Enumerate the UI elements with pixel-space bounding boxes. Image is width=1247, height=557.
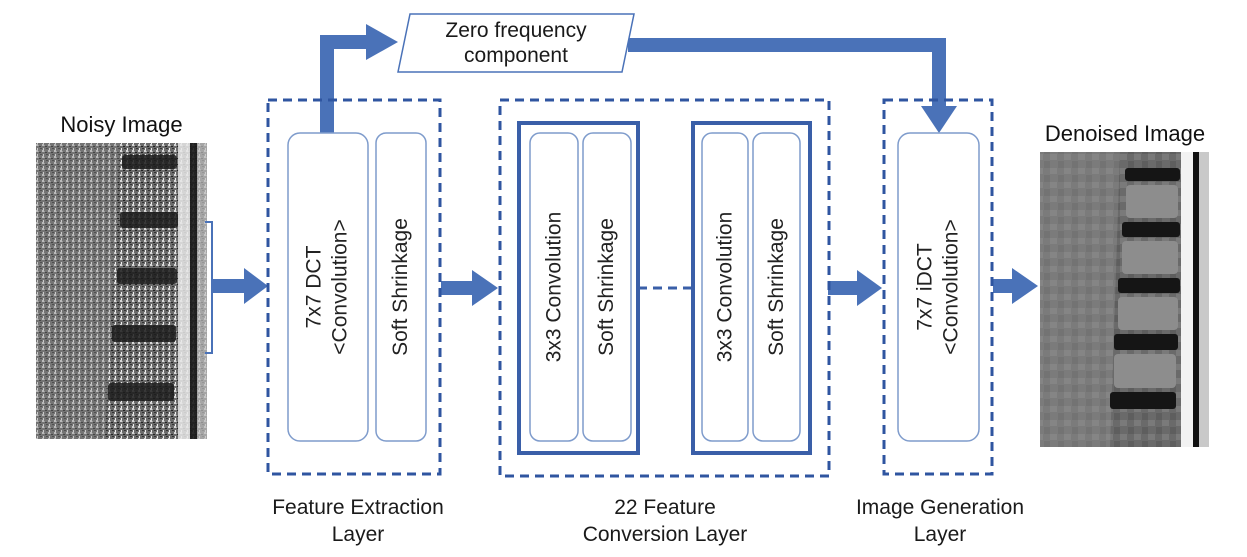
- zero-frequency-line2: component: [464, 44, 568, 67]
- idct-convolution-label: 7x7 iDCT <Convolution>: [898, 133, 979, 441]
- image-generation-caption-line1: Image Generation: [855, 496, 1025, 519]
- arrow-generation-to-output: [993, 268, 1038, 304]
- dct-line2: <Convolution>: [329, 219, 352, 355]
- zero-frequency-box: [397, 13, 635, 73]
- soft-shrinkage-box-1: [375, 132, 427, 442]
- arrow-zero-frequency-to-generation: [628, 38, 957, 133]
- conv3x3-label-1: 3x3 Convolution: [530, 133, 578, 441]
- soft-shrinkage-label-3: Soft Shrinkage: [753, 133, 800, 441]
- conv3x3-label-2: 3x3 Convolution: [702, 133, 748, 441]
- conv3x3-box-1: [529, 132, 579, 442]
- noisy-image-title: Noisy Image: [60, 112, 183, 137]
- feature-conversion-layer-box: [498, 98, 831, 478]
- soft-shrinkage-text-3: Soft Shrinkage: [764, 218, 788, 356]
- feature-extraction-caption-line2: Layer: [331, 523, 385, 546]
- feature-extraction-layer-box: [266, 98, 442, 476]
- soft-shrinkage-label-2: Soft Shrinkage: [583, 133, 631, 441]
- conv3x3-text-2: 3x3 Convolution: [713, 211, 737, 363]
- arrow-conversion-to-generation: [828, 270, 882, 306]
- soft-shrinkage-label-1: Soft Shrinkage: [376, 133, 426, 441]
- image-generation-caption-line2: Layer: [913, 523, 967, 546]
- noisy-image: [36, 143, 207, 439]
- idct-convolution-box: [897, 132, 980, 442]
- zero-frequency-line1: Zero frequency: [445, 19, 587, 42]
- denoised-image: [1040, 152, 1209, 447]
- denoised-image-title: Denoised Image: [1044, 121, 1206, 146]
- soft-shrinkage-text-1: Soft Shrinkage: [389, 218, 413, 356]
- image-generation-caption: Image Generation Layer: [830, 494, 1050, 548]
- feature-extraction-caption: Feature Extraction Layer: [243, 494, 473, 548]
- soft-shrinkage-box-3: [752, 132, 801, 442]
- arrow-zero-frequency-branch: [320, 24, 398, 133]
- feature-conversion-caption-line2: Conversion Layer: [582, 523, 748, 546]
- conversion-block-2: [691, 121, 812, 455]
- soft-shrinkage-box-2: [582, 132, 632, 442]
- conv3x3-box-2: [701, 132, 749, 442]
- feature-conversion-caption-line1: 22 Feature: [614, 496, 716, 519]
- feature-extraction-caption-line1: Feature Extraction: [272, 496, 444, 519]
- conv3x3-text-1: 3x3 Convolution: [542, 211, 566, 363]
- feature-conversion-caption: 22 Feature Conversion Layer: [545, 494, 785, 548]
- zero-frequency-label: Zero frequency component: [404, 18, 628, 68]
- idct-line2: <Convolution>: [939, 219, 963, 355]
- dct-line1: 7x7 DCT: [303, 245, 326, 329]
- arrow-input-to-extraction: [212, 268, 268, 304]
- arrow-extraction-to-conversion: [441, 270, 498, 306]
- dct-convolution-label: 7x7 DCT <Convolution>: [288, 133, 368, 441]
- dct-convolution-box: [287, 132, 369, 442]
- image-generation-layer-box: [882, 98, 994, 476]
- soft-shrinkage-text-2: Soft Shrinkage: [595, 218, 619, 356]
- idct-line1: 7x7 iDCT: [913, 243, 937, 331]
